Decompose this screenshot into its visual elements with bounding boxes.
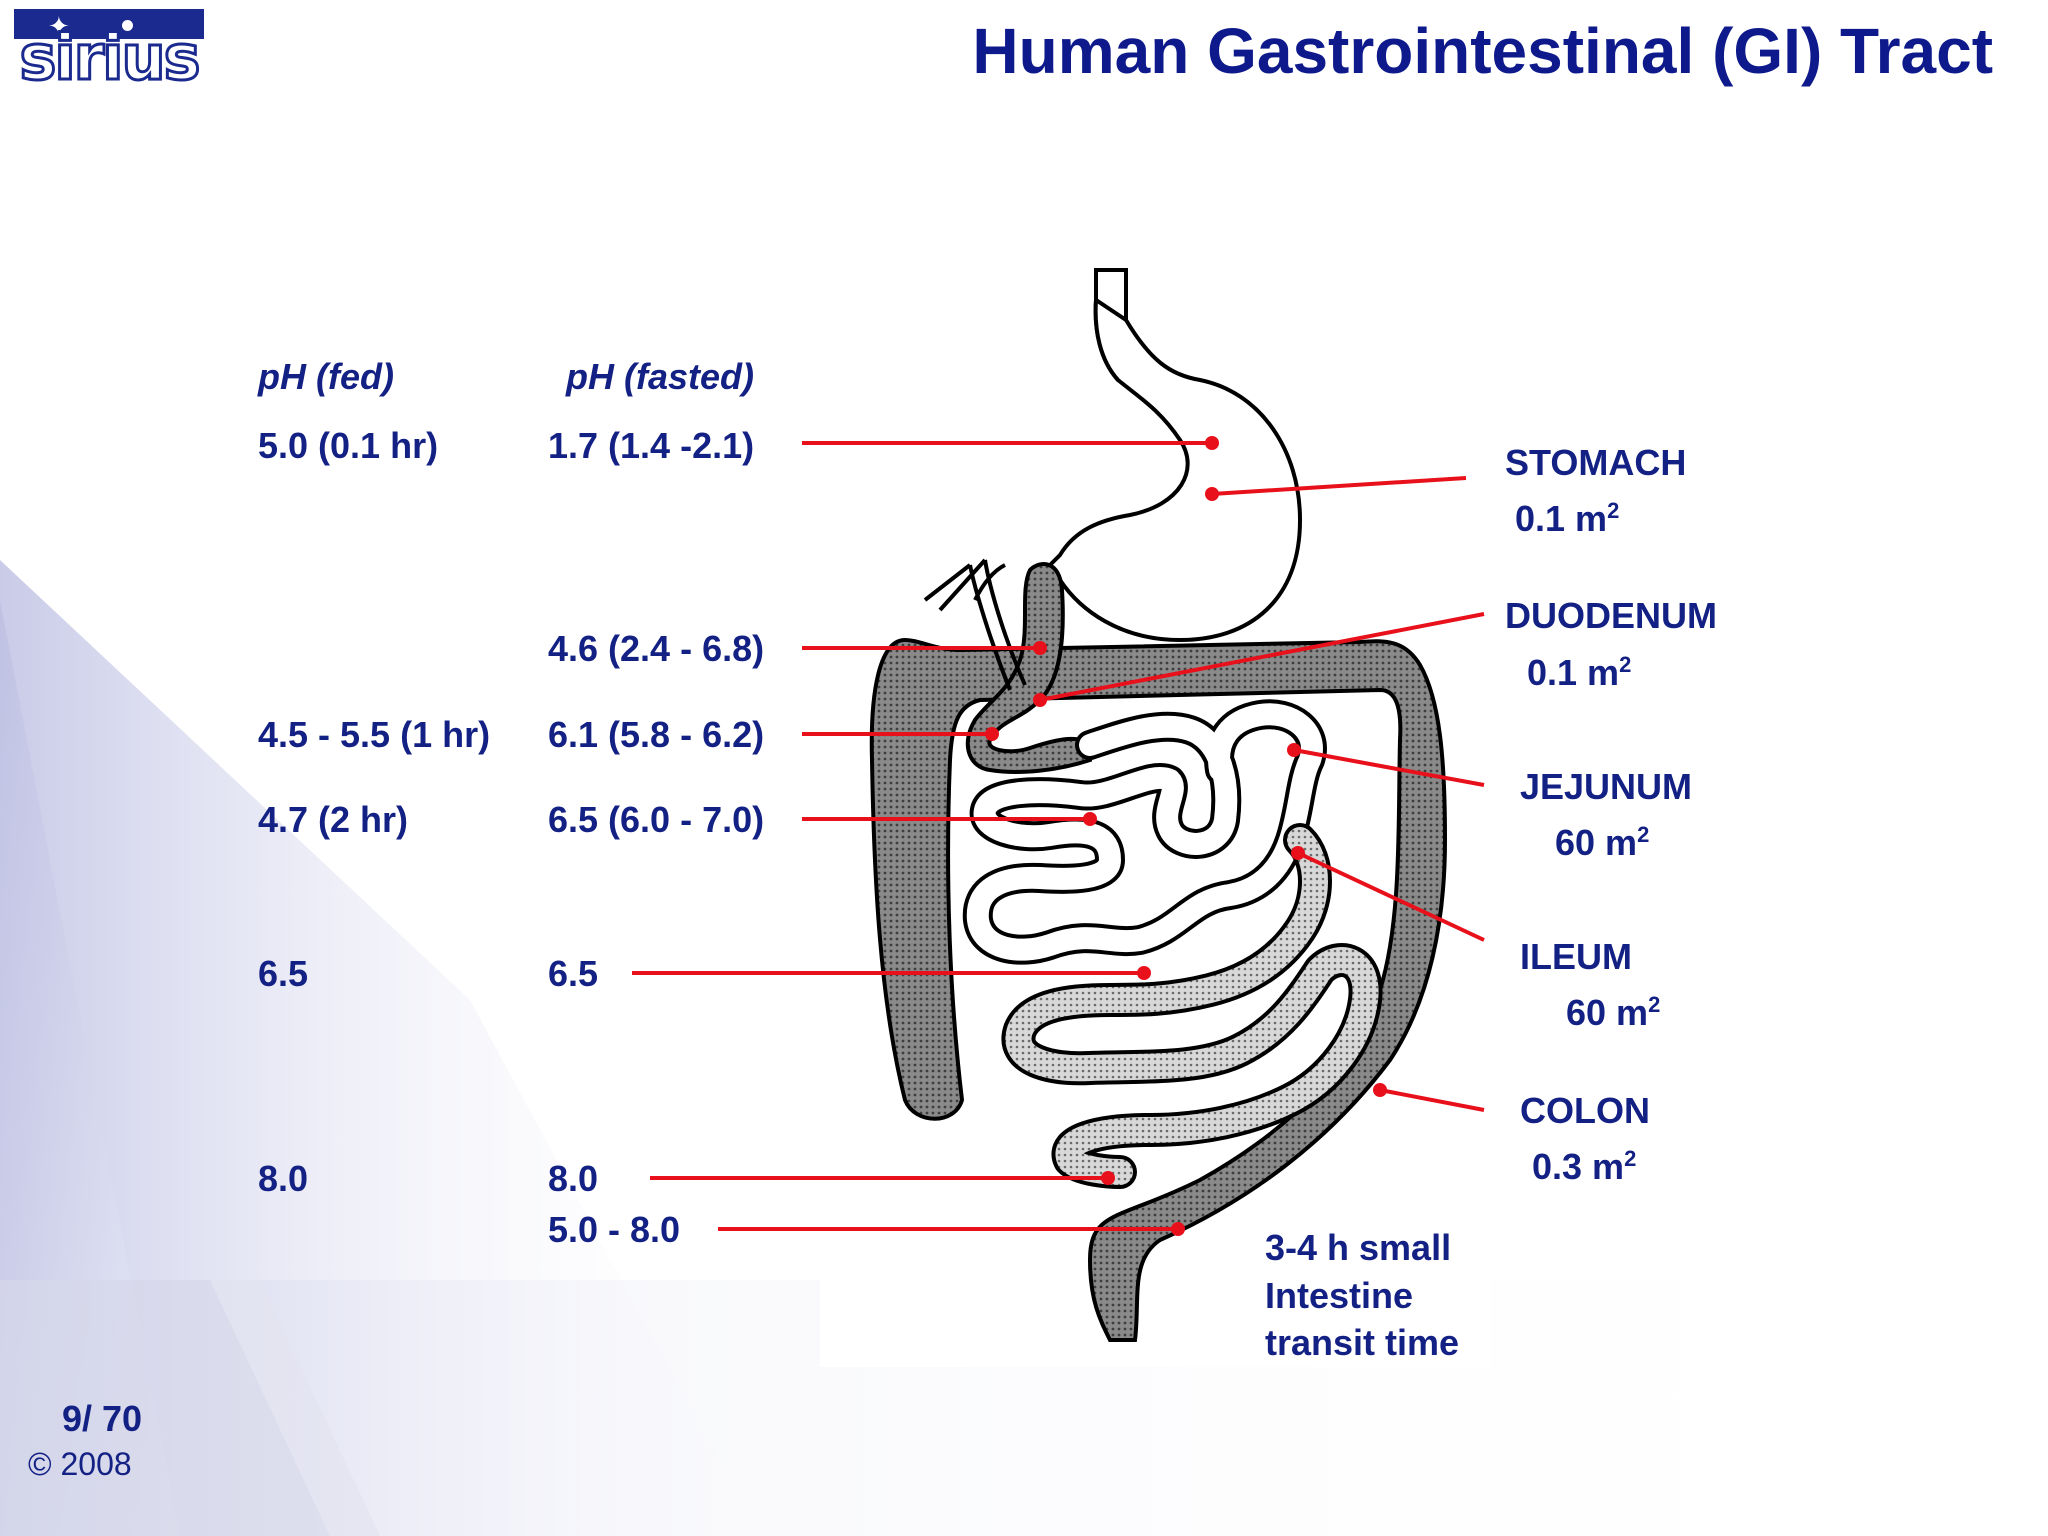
ileum-coil-inner <box>1005 827 1379 1185</box>
logo-band <box>14 9 204 39</box>
pointer-jejunum-label <box>1293 748 1485 787</box>
pointer-dot-ph-stomach <box>1205 436 1219 450</box>
organ-area-colon-exp: 2 <box>1624 1146 1637 1171</box>
organ-area-duodenum-exp: 2 <box>1619 652 1632 677</box>
pointer-dot-duodenum-label <box>1033 693 1047 707</box>
ph-fasted-duodenum: 6.1 (5.8 - 6.2) <box>548 714 765 755</box>
bile-duct-shape <box>923 558 1027 691</box>
pointer-ileum-label <box>1297 851 1485 942</box>
ph-fasted-colon: 5.0 - 8.0 <box>548 1209 681 1250</box>
organ-label-duodenum: DUODENUM <box>1505 595 1717 636</box>
organ-area-stomach-value: 0.1 m <box>1515 498 1608 539</box>
organ-label-stomach: STOMACH <box>1505 442 1687 483</box>
sirius-logo: ✦ sirius <box>14 9 204 94</box>
page-number: 9/ 70 <box>62 1398 143 1439</box>
pointer-dot-ph-colon <box>1171 1222 1185 1236</box>
organ-area-ileum: 60 m2 <box>1566 983 1660 1035</box>
header-ph-fasted: pH (fasted) <box>566 356 754 397</box>
logo-dot <box>122 20 133 31</box>
star-icon: ✦ <box>48 11 70 41</box>
ph-fasted-terminal-ileum: 8.0 <box>548 1158 599 1199</box>
pointer-dot-colon-label <box>1373 1083 1387 1097</box>
organ-area-jejunum-value: 60 m <box>1555 822 1638 863</box>
organ-label-colon: COLON <box>1520 1090 1650 1131</box>
organ-area-jejunum: 60 m2 <box>1555 813 1649 865</box>
organ-area-duodenum: 0.1 m2 <box>1527 643 1631 695</box>
pointer-duodenum-label <box>1039 612 1485 702</box>
ph-fed-jejunum: 4.7 (2 hr) <box>258 799 409 840</box>
pointer-dot-jejunum-label <box>1287 743 1301 757</box>
slide-title: Human Gastrointestinal (GI) Tract <box>972 15 1993 87</box>
ph-fasted-jejunum: 6.5 (6.0 - 7.0) <box>548 799 765 840</box>
pointer-dot-stomach-label <box>1205 487 1219 501</box>
pointer-dot-ileum-label <box>1291 846 1305 860</box>
pointer-dot-ph-jejunum <box>1083 812 1097 826</box>
logo-wordmark: sirius <box>18 21 202 94</box>
ph-fed-ileum: 6.5 <box>258 953 309 994</box>
pointer-dot-ph-duodenum <box>985 727 999 741</box>
ph-fed-stomach: 5.0 (0.1 hr) <box>258 425 439 466</box>
organ-area-colon-value: 0.3 m <box>1532 1146 1625 1187</box>
pointer-dot-ph-duodenum-upper <box>1033 641 1047 655</box>
organ-area-stomach-exp: 2 <box>1607 498 1620 523</box>
organ-label-jejunum: JEJUNUM <box>1520 766 1693 807</box>
gi-tract-illustration <box>869 268 1448 1342</box>
pointer-dot-ph-terminal-ileum <box>1101 1171 1115 1185</box>
organ-area-duodenum-value: 0.1 m <box>1527 652 1620 693</box>
header-ph-fed: pH (fed) <box>258 356 394 397</box>
colon-shape <box>869 637 1448 1342</box>
copyright: © 2008 <box>28 1446 132 1482</box>
ph-fasted-stomach: 1.7 (1.4 -2.1) <box>548 425 755 466</box>
organ-area-ileum-value: 60 m <box>1566 992 1649 1033</box>
ph-fasted-ileum: 6.5 <box>548 953 599 994</box>
transit-note-line1: 3-4 h small <box>1265 1227 1452 1268</box>
transit-note-line3: transit time <box>1265 1322 1460 1363</box>
transit-note-line2: Intestine <box>1265 1275 1414 1316</box>
ph-fed-terminal-ileum: 8.0 <box>258 1158 309 1199</box>
organ-area-ileum-exp: 2 <box>1648 992 1661 1017</box>
organ-area-jejunum-exp: 2 <box>1637 822 1650 847</box>
pointer-colon-label <box>1379 1088 1485 1112</box>
organ-area-colon: 0.3 m2 <box>1532 1137 1636 1189</box>
organ-label-ileum: ILEUM <box>1520 936 1632 977</box>
ph-fed-duodenum: 4.5 - 5.5 (1 hr) <box>258 714 491 755</box>
pointer-dot-ph-ileum <box>1137 966 1151 980</box>
gi-diagram-panel <box>820 262 1490 1367</box>
pointer-stomach-label <box>1211 476 1467 496</box>
ph-fasted-duodenum-upper: 4.6 (2.4 - 6.8) <box>548 628 765 669</box>
organ-area-stomach: 0.1 m2 <box>1515 489 1619 541</box>
